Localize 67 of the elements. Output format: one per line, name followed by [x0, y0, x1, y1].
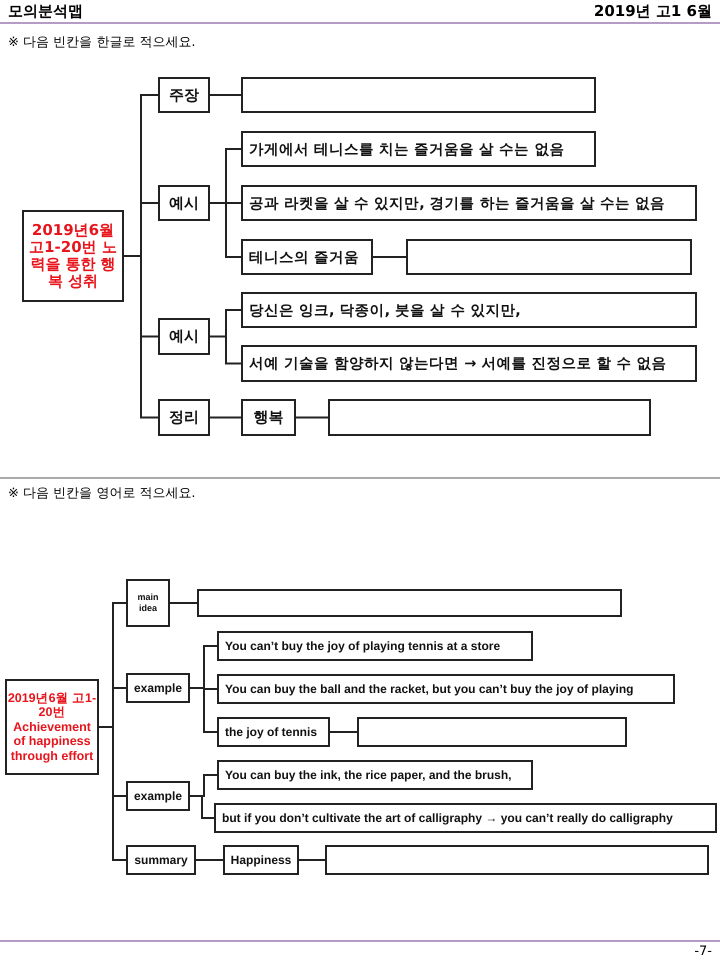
sentence-text: You can’t buy the joy of playing tennis at a store — [225, 639, 500, 653]
sentence-text: the joy of tennis — [225, 725, 318, 739]
topic-box — [22, 210, 124, 302]
connector-line — [196, 859, 223, 861]
category-box — [241, 399, 296, 436]
connector-line — [170, 602, 197, 604]
category-box — [158, 185, 210, 221]
category-box — [158, 77, 210, 113]
category-text: 예시 — [169, 194, 199, 212]
category-box — [158, 399, 210, 436]
category-text: 주장 — [169, 86, 199, 104]
sentence-text: 테니스의 즐거움 — [249, 248, 360, 266]
connector-line — [190, 795, 214, 819]
sentence-text: You can buy the ball and the racket, but you can’t buy the joy of playing — [225, 682, 634, 696]
answer-box — [197, 589, 622, 617]
sentence-box — [217, 674, 675, 704]
answer-box — [328, 399, 651, 436]
sentence-box — [241, 345, 697, 382]
sentence-box — [214, 803, 717, 833]
sentence-text: You can buy the ink, the rice paper, and the brush, — [225, 768, 512, 782]
instruction-text: ※ 다음 빈칸을 한글로 적으세요. — [8, 34, 196, 51]
sentence-box — [241, 131, 596, 167]
category-box — [158, 318, 210, 355]
topic-box — [5, 679, 99, 775]
header-date: 2019년 고1 6월 — [594, 2, 712, 21]
page-number: -7- — [694, 944, 712, 959]
sentence-box — [241, 185, 697, 221]
sentence-text: 당신은 잉크, 닥종이, 붓을 살 수 있지만, — [249, 302, 521, 320]
answer-box — [406, 239, 692, 275]
category-text: 행복 — [254, 408, 284, 427]
connector-line — [330, 731, 357, 733]
category-box — [126, 673, 190, 703]
answer-box — [325, 845, 709, 875]
category-text: 정리 — [169, 408, 199, 427]
sentence-text: 가게에서 테니스를 치는 즐거움을 살 수는 없음 — [249, 140, 564, 158]
answer-box — [357, 717, 627, 747]
category-text: main idea — [136, 592, 160, 614]
sentence-text: 공과 라켓을 살 수 있지만, 경기를 하는 즐거움을 살 수는 없음 — [249, 194, 665, 212]
topic-text: 2019년6월 고1-20번 노력을 통한 행복 성취 — [28, 222, 118, 290]
sentence-box — [217, 631, 533, 661]
category-text: example — [134, 788, 182, 804]
sentence-box — [241, 239, 373, 275]
sentence-box — [217, 760, 533, 790]
category-text: example — [134, 680, 182, 696]
topic-text: 2019년6월 고1-20번 Achievement of happiness through effort — [7, 691, 97, 763]
category-box — [223, 845, 299, 875]
connector-line — [124, 255, 158, 418]
connector-line — [299, 859, 325, 861]
category-text: summary — [134, 852, 188, 868]
category-text: Happiness — [230, 852, 292, 868]
category-box — [126, 579, 170, 627]
connector-line — [210, 416, 241, 418]
sentence-text: 서예 기술을 함양하지 않는다면 → 서예를 진정으로 할 수 없음 — [249, 355, 667, 373]
sentence-box — [241, 292, 697, 328]
category-text: 예시 — [169, 327, 199, 346]
connector-line — [210, 94, 241, 96]
connector-line — [373, 256, 406, 258]
connector-line — [190, 687, 217, 733]
sentence-box — [217, 717, 330, 747]
connector-line — [296, 416, 328, 418]
header-title: 모의분석맵 — [8, 2, 83, 21]
sentence-text: but if you don’t cultivate the art of calligraphy → you can’t really do calligraphy — [222, 811, 673, 825]
connector-line — [99, 726, 126, 861]
answer-box — [241, 77, 596, 113]
category-box — [126, 845, 196, 875]
instruction-text: ※ 다음 빈칸을 영어로 적으세요. — [8, 485, 196, 502]
category-box — [126, 781, 190, 811]
